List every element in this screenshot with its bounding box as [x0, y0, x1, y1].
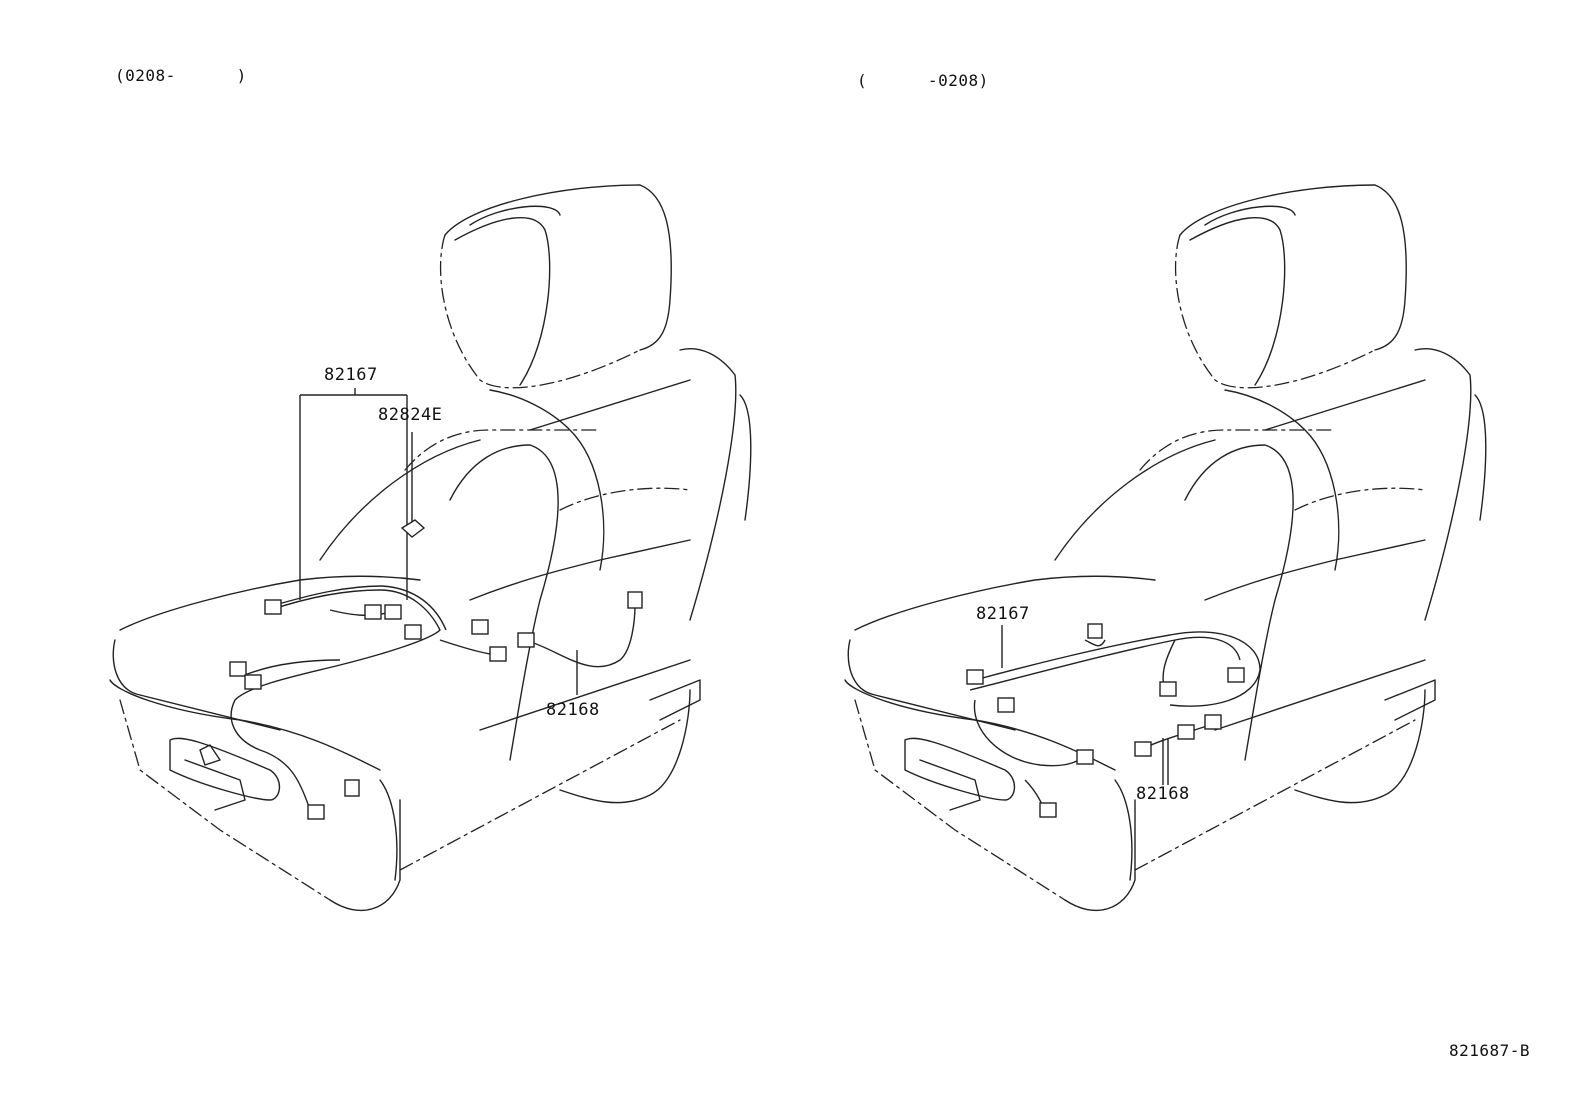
left-seat-illustration — [109, 184, 752, 911]
right-part-82167-label: 82167 — [976, 604, 1030, 624]
illustration-code: 821687-B — [1449, 1041, 1531, 1060]
right-part-82168-label: 82168 — [1136, 784, 1190, 804]
right-seat-illustration — [844, 184, 1487, 911]
left-date-range: (0208- ) — [115, 66, 247, 85]
right-date-range: ( -0208) — [857, 71, 989, 90]
left-part-82824e-label: 82824E — [378, 405, 443, 425]
left-part-82167-label: 82167 — [324, 365, 378, 385]
left-part-82168-label: 82168 — [546, 700, 600, 720]
